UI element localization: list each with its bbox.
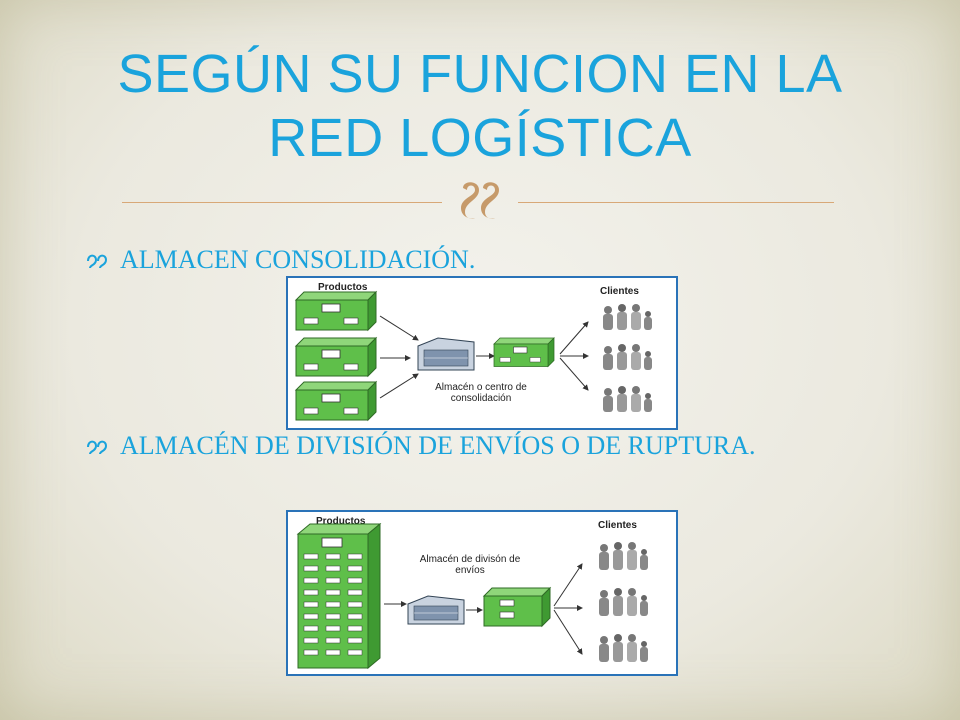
clients-group-icon [599,588,648,616]
consolidation-graphic [295,291,652,421]
product-tall-box [296,522,382,670]
clients-label: Clientes [598,520,637,531]
product-box [295,337,377,377]
slide-title: SEGÚN SU FUNCION EN LA RED LOGÍSTICA [117,44,843,168]
clients-group-icon [599,634,648,662]
divider-left [122,202,442,203]
bullet-icon [87,254,108,269]
products-label: Productos [318,282,368,293]
consolidation-diagram: Productos Clientes Almacén o centro de c… [286,276,678,430]
clients-group-icon [603,344,652,370]
warehouse-label: Almacén o centro de consolidación [435,382,527,404]
split-shipment-graphic [296,522,648,670]
bullet-text: ALMACÉN DE DIVISIÓN DE ENVÍOS O DE RUPTU… [120,431,756,460]
product-box [295,381,377,421]
products-label: Productos [316,516,366,527]
split-shipment-diagram: Productos Clientes Almacén de divisón de… [286,510,678,676]
warehouse-building-icon [417,337,475,371]
bullet-icon [87,440,108,455]
warehouse-label: Almacén de divisón de envíos [419,554,521,576]
bullet-item-consolidacion: ALMACEN CONSOLIDACIÓN. [86,244,475,276]
clients-group-icon [603,304,652,330]
clients-label: Clientes [600,286,639,297]
clients-group-icon [603,386,652,412]
warehouse-box-icon [482,586,552,628]
divider-right [518,202,834,203]
bullet-item-division: ALMACÉN DE DIVISIÓN DE ENVÍOS O DE RUPTU… [86,430,786,462]
clients-group-icon [599,542,648,570]
bullet-text: ALMACEN CONSOLIDACIÓN. [120,245,476,274]
warehouse-building-icon [407,595,465,625]
ornament-icon [461,182,499,219]
product-box [295,291,377,331]
